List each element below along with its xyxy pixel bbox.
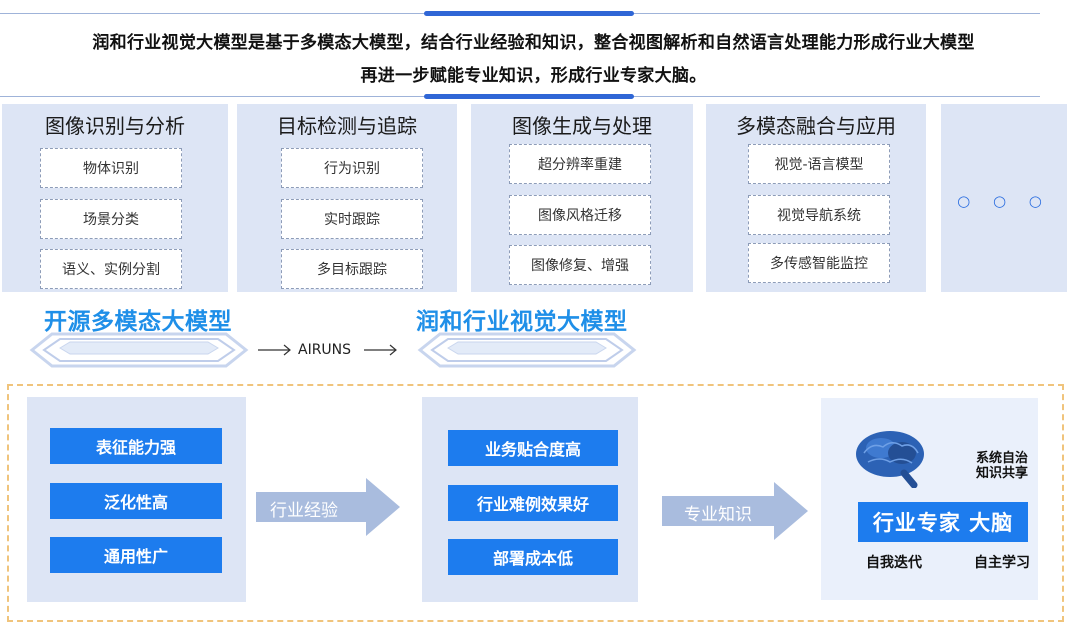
feature-tag: 泛化性高	[50, 483, 222, 519]
capability-chip: 多传感智能监控	[748, 243, 890, 283]
brain-icon	[856, 431, 924, 488]
capability-chip: 图像修复、增强	[509, 245, 651, 285]
capability-chip: 视觉导航系统	[748, 195, 890, 235]
feature-tag: 部署成本低	[448, 539, 618, 575]
flow-label-professional-knowledge: 专业知识	[684, 505, 752, 525]
open-source-model-title: 开源多模态大模型	[44, 309, 232, 335]
more-dots-icon: ○ ○ ○	[957, 192, 1051, 210]
panel-image-recognition: 图像识别与分析 物体识别 场景分类 语义、实例分割	[2, 104, 228, 292]
capability-chip: 语义、实例分割	[40, 249, 182, 289]
feature-tag: 行业难例效果好	[448, 485, 618, 521]
lower-dashed-frame	[7, 384, 1064, 622]
expert-brain-box	[821, 398, 1038, 600]
system-autonomy-label: 系统自治	[976, 451, 1029, 466]
arrow-right-icon	[258, 344, 291, 356]
airuns-label: AIRUNS	[298, 342, 352, 358]
panel-title: 图像识别与分析	[45, 114, 185, 138]
capability-chip: 行为识别	[281, 148, 423, 188]
flow-label-industry-experience: 行业经验	[270, 501, 338, 521]
feature-tag: 通用性广	[50, 537, 222, 573]
arrow-right-icon	[662, 482, 808, 540]
header-top-accent	[424, 11, 634, 16]
panel-more: ○ ○ ○	[941, 104, 1067, 292]
layer-stack-icon	[417, 332, 637, 368]
industry-expert-brain-title: 行业专家 大脑	[858, 502, 1028, 542]
capability-chip: 多目标跟踪	[281, 249, 423, 289]
capability-chip: 视觉-语言模型	[748, 144, 890, 184]
panel-image-generation: 图像生成与处理 超分辨率重建 图像风格迁移 图像修复、增强	[471, 104, 693, 292]
intro-line-2: 再进一步赋能专业知识，形成行业专家大脑。	[360, 66, 707, 86]
capability-chip: 超分辨率重建	[509, 144, 651, 184]
layer-stack-icon	[29, 332, 249, 368]
capability-chip: 场景分类	[40, 199, 182, 239]
panel-multimodal-fusion: 多模态融合与应用 视觉-语言模型 视觉导航系统 多传感智能监控	[706, 104, 926, 292]
arrow-right-icon	[364, 344, 397, 356]
panel-object-detection: 目标检测与追踪 行为识别 实时跟踪 多目标跟踪	[237, 104, 457, 292]
self-iteration-label: 自我迭代	[866, 555, 922, 571]
panel-title: 图像生成与处理	[512, 114, 652, 138]
feature-tag: 业务贴合度高	[448, 430, 618, 466]
intro-line-1: 润和行业视觉大模型是基于多模态大模型，结合行业经验和知识，整合视图解析和自然语言…	[92, 33, 975, 53]
capability-chip: 实时跟踪	[281, 199, 423, 239]
panel-title: 多模态融合与应用	[736, 114, 896, 138]
arrow-right-icon	[256, 478, 400, 536]
capability-chip: 图像风格迁移	[509, 195, 651, 235]
capability-chip: 物体识别	[40, 148, 182, 188]
runhe-model-title: 润和行业视觉大模型	[416, 309, 628, 335]
knowledge-sharing-label: 知识共享	[976, 466, 1029, 481]
header-bottom-accent	[424, 94, 634, 99]
self-learning-label: 自主学习	[974, 555, 1030, 571]
panel-title: 目标检测与追踪	[277, 114, 417, 138]
feature-tag: 表征能力强	[50, 428, 222, 464]
